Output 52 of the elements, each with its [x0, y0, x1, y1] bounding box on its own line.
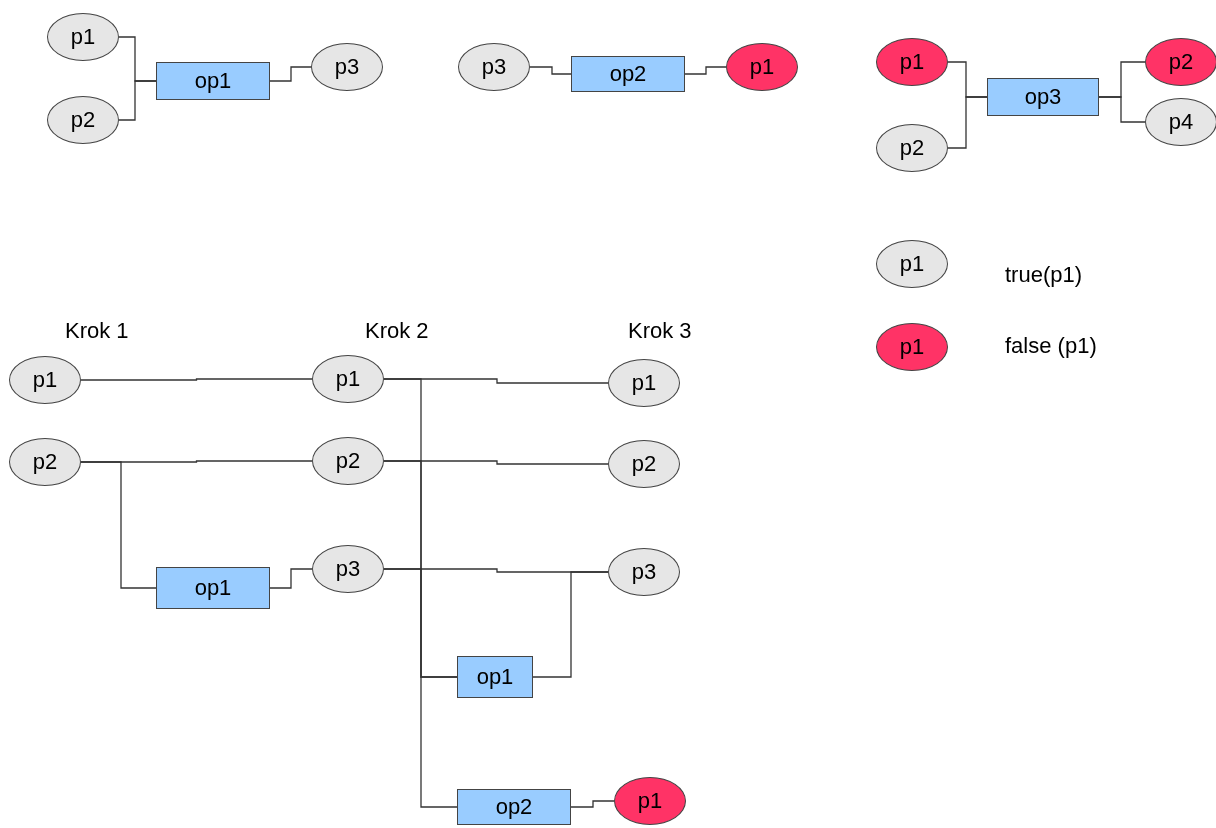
node-label: p2 — [32, 449, 58, 475]
connector-line — [1098, 96, 1146, 123]
node-label: p1 — [899, 49, 925, 75]
node-label: p2 — [631, 451, 657, 477]
operation-box — [457, 789, 571, 825]
node-label: p3 — [631, 559, 657, 585]
state-ellipse — [1145, 98, 1216, 146]
operation-box — [987, 78, 1099, 116]
node-label: p2 — [1168, 49, 1194, 75]
connector-line — [269, 568, 313, 589]
legend-text: true(p1) — [1005, 262, 1083, 288]
operation-box — [156, 62, 270, 100]
state-ellipse — [1145, 38, 1216, 86]
node-label: p1 — [631, 370, 657, 396]
node-label: p1 — [32, 367, 58, 393]
connector-line — [383, 460, 458, 678]
step-heading: Krok 1 — [65, 318, 129, 344]
step-heading: Krok 2 — [365, 318, 429, 344]
operation-box — [457, 656, 533, 698]
node-label: op2 — [495, 794, 533, 820]
operation-box — [156, 567, 270, 609]
node-label: op3 — [1024, 84, 1062, 110]
connector-line — [80, 461, 157, 589]
legend-text: false (p1) — [1005, 333, 1097, 359]
connector-line — [684, 66, 727, 75]
node-label: p2 — [70, 107, 96, 133]
connector-line — [529, 66, 572, 75]
connector-line — [80, 378, 313, 381]
operation-box — [571, 56, 685, 92]
node-label: op2 — [609, 61, 647, 87]
connector-line — [532, 571, 609, 678]
node-label: p2 — [335, 448, 361, 474]
node-label: p1 — [637, 788, 663, 814]
node-label: p1 — [899, 334, 925, 360]
node-label: p2 — [899, 135, 925, 161]
connector-line — [570, 800, 615, 808]
connector-line — [383, 568, 458, 808]
node-label: p1 — [335, 366, 361, 392]
node-label: op1 — [194, 575, 232, 601]
node-label: op1 — [476, 664, 514, 690]
node-label: p3 — [481, 54, 507, 80]
node-label: p1 — [749, 54, 775, 80]
connector-line — [269, 66, 312, 82]
connector-line — [118, 80, 157, 121]
step-heading: Krok 3 — [628, 318, 692, 344]
node-label: p3 — [335, 556, 361, 582]
node-label: p4 — [1168, 109, 1194, 135]
node-label: p3 — [334, 54, 360, 80]
connector-line — [947, 96, 988, 149]
node-label: op1 — [194, 68, 232, 94]
node-label: p1 — [70, 24, 96, 50]
node-label: p1 — [899, 251, 925, 277]
